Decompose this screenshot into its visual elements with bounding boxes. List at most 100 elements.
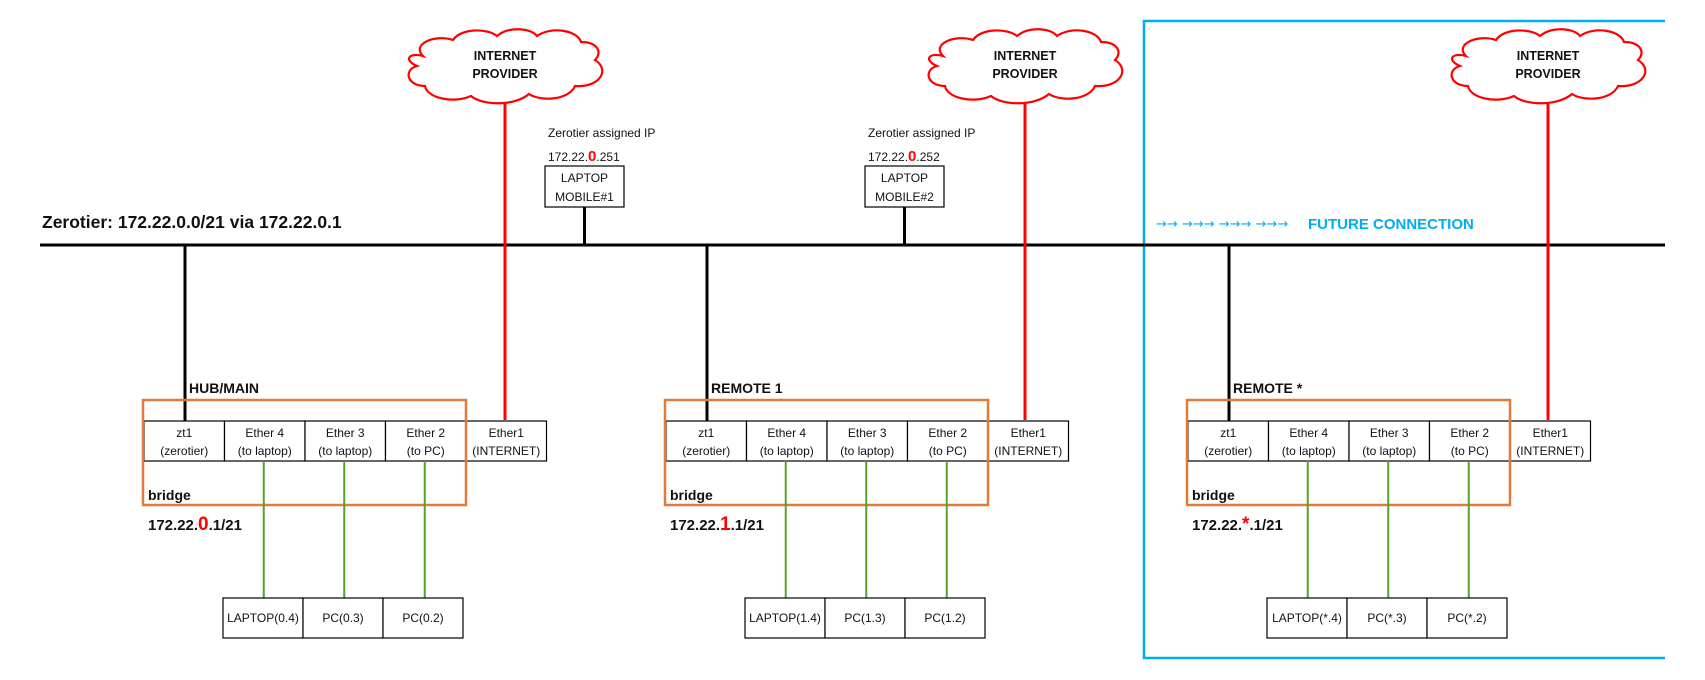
port-cell <box>465 420 548 462</box>
port-name: Ether 4 <box>1289 426 1328 440</box>
device-box <box>382 597 464 639</box>
device-box <box>222 597 304 639</box>
port-name: Ether 2 <box>406 426 445 440</box>
device-label: LAPTOP(1.4) <box>749 611 821 625</box>
cloud-icon <box>1450 28 1647 105</box>
bridge-box <box>141 398 468 507</box>
port-cell <box>223 420 306 462</box>
port-desc: (INTERNET) <box>472 444 540 458</box>
bridge-label: bridge <box>670 487 713 503</box>
cloud-label-line1: INTERNET <box>474 49 537 63</box>
port-desc: (to laptop) <box>238 444 292 458</box>
port-name: Ether 4 <box>245 426 284 440</box>
future-connection-label: FUTURE CONNECTION <box>1308 216 1474 233</box>
device-box <box>1266 597 1348 639</box>
bridge-box <box>663 398 990 507</box>
ip-highlight: 0 <box>588 148 596 165</box>
router-port: Ether1(INTERNET) <box>465 420 548 462</box>
mobile-line2: MOBILE#2 <box>875 190 934 204</box>
device-box <box>904 597 986 639</box>
subnet-highlight: 1 <box>720 514 731 535</box>
cloud-label-line2: PROVIDER <box>1515 67 1580 81</box>
port-name: Ether1 <box>1533 426 1569 440</box>
router-port: Ether 4 (to laptop) <box>745 420 828 462</box>
device-label: PC(*.3) <box>1367 611 1406 625</box>
router-port: Ether 3(to laptop) <box>826 420 909 462</box>
port-cell <box>143 420 226 462</box>
port-cell <box>745 420 828 462</box>
port-name: Ether 4 <box>767 426 806 440</box>
site-title: REMOTE * <box>1233 380 1303 396</box>
mobile-ip: 172.22.0.251 <box>548 148 620 165</box>
router-port: Ether 3 (to laptop) <box>304 420 387 462</box>
port-desc: (to laptop) <box>318 444 372 458</box>
port-desc: (zerotier) <box>160 444 208 458</box>
port-cell <box>906 420 989 462</box>
port-cell <box>1428 420 1511 462</box>
router-port: zt1 (zerotier) <box>143 420 226 462</box>
port-desc: (to PC) <box>407 444 445 458</box>
mobile-laptop-node: Zerotier assigned IP172.22.0.251LAPTOPMO… <box>544 126 655 245</box>
device-label: PC(0.3) <box>322 611 363 625</box>
device-box <box>1426 597 1508 639</box>
mobile-line1: LAPTOP <box>561 171 608 185</box>
cloud-label-line1: INTERNET <box>994 49 1057 63</box>
bridge-subnet: 172.22.*.1/21 <box>1192 514 1283 535</box>
port-cell <box>665 420 748 462</box>
site-title: REMOTE 1 <box>711 380 783 396</box>
internet-provider-cloud: INTERNET PROVIDER <box>407 28 604 420</box>
router-port: zt1 (zerotier) <box>665 420 748 462</box>
port-name: Ether 3 <box>326 426 365 440</box>
port-name: Ether 2 <box>928 426 967 440</box>
port-name: zt1 <box>176 426 192 440</box>
lan-device: LAPTOP(1.4) <box>744 597 826 639</box>
device-label: LAPTOP(*.4) <box>1272 611 1342 625</box>
bridge-label: bridge <box>1192 487 1235 503</box>
port-name: zt1 <box>698 426 714 440</box>
mobile-ip: 172.22.0.252 <box>868 148 940 165</box>
router-port: Ether 2 (to PC) <box>384 420 467 462</box>
subnet-highlight: 0 <box>198 514 209 535</box>
device-box <box>824 597 906 639</box>
port-cell <box>1348 420 1431 462</box>
router-port: zt1(zerotier) <box>1187 420 1270 462</box>
device-label: PC(0.2) <box>402 611 443 625</box>
port-desc: (to PC) <box>929 444 967 458</box>
zerotier-assigned-caption: Zerotier assigned IP <box>548 126 655 140</box>
port-name: Ether 2 <box>1450 426 1489 440</box>
router-port: Ether 2(to PC) <box>1428 420 1511 462</box>
zerotier-assigned-caption: Zerotier assigned IP <box>868 126 975 140</box>
router-port: Ether 3(to laptop) <box>1348 420 1431 462</box>
lan-device: PC(0.2) <box>382 597 464 639</box>
port-desc: (zerotier) <box>1204 444 1252 458</box>
cloud-icon <box>407 28 604 105</box>
port-desc: (INTERNET) <box>1516 444 1584 458</box>
port-desc: (to laptop) <box>760 444 814 458</box>
router-port: Ether 4 (to laptop) <box>223 420 306 462</box>
port-desc: (INTERNET) <box>994 444 1062 458</box>
ip-highlight: 0 <box>908 148 916 165</box>
lan-device: LAPTOP(*.4) <box>1266 597 1348 639</box>
internet-provider-cloud: INTERNET PROVIDER <box>1450 28 1647 420</box>
port-cell <box>1267 420 1350 462</box>
port-name: Ether 3 <box>848 426 887 440</box>
port-desc: (zerotier) <box>682 444 730 458</box>
device-label: LAPTOP(0.4) <box>227 611 299 625</box>
port-cell <box>1509 420 1592 462</box>
lan-device: PC(1.3) <box>824 597 906 639</box>
bridge-label: bridge <box>148 487 191 503</box>
mobile-line1: LAPTOP <box>881 171 928 185</box>
port-name: Ether 3 <box>1370 426 1409 440</box>
lan-device: PC(0.3) <box>302 597 384 639</box>
site-title: HUB/MAIN <box>189 380 259 396</box>
cloud-label-line2: PROVIDER <box>472 67 537 81</box>
cloud-label-line1: INTERNET <box>1517 49 1580 63</box>
device-label: PC(*.2) <box>1447 611 1486 625</box>
router-port: Ether1 (INTERNET) <box>987 420 1070 462</box>
device-label: PC(1.3) <box>844 611 885 625</box>
subnet-highlight: * <box>1242 514 1250 535</box>
port-name: Ether1 <box>1011 426 1047 440</box>
